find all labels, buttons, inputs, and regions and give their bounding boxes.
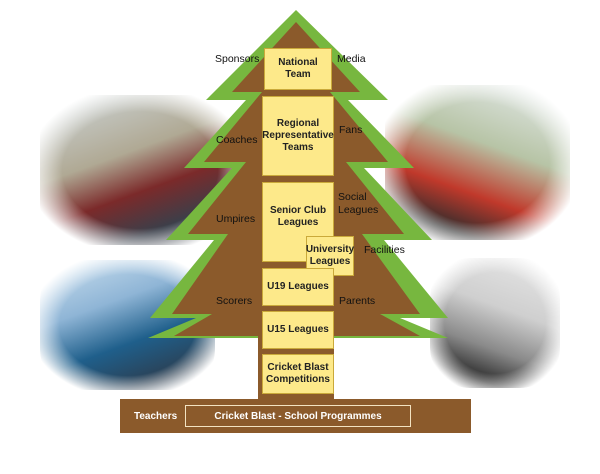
label-fans: Fans <box>339 124 363 136</box>
photo-handshake <box>430 258 560 388</box>
label-sponsors: Sponsors <box>215 53 260 65</box>
tree-trunk-inner <box>172 22 420 336</box>
level-cricket-blast-competitions: Cricket Blast Competitions <box>262 354 334 394</box>
label-facilities: Facilities <box>364 244 405 256</box>
label-teachers: Teachers <box>134 411 178 422</box>
level-u15-leagues: U15 Leagues <box>262 311 334 349</box>
label-social-leagues: Social Leagues <box>338 191 379 217</box>
label-scorers: Scorers <box>216 295 253 307</box>
label-media: Media <box>337 53 366 65</box>
label-coaches: Coaches <box>216 134 258 146</box>
label-umpires: Umpires <box>216 213 256 225</box>
level-national-team: National Team <box>264 48 332 90</box>
label-parents: Parents <box>339 295 376 307</box>
school-programmes-box: Cricket Blast - School Programmes <box>185 405 411 427</box>
base-bar <box>120 399 471 433</box>
level-regional-teams: Regional Representative Teams <box>262 96 334 176</box>
level-u19-leagues: U19 Leagues <box>262 268 334 306</box>
photo-coach-and-kids <box>385 85 570 240</box>
